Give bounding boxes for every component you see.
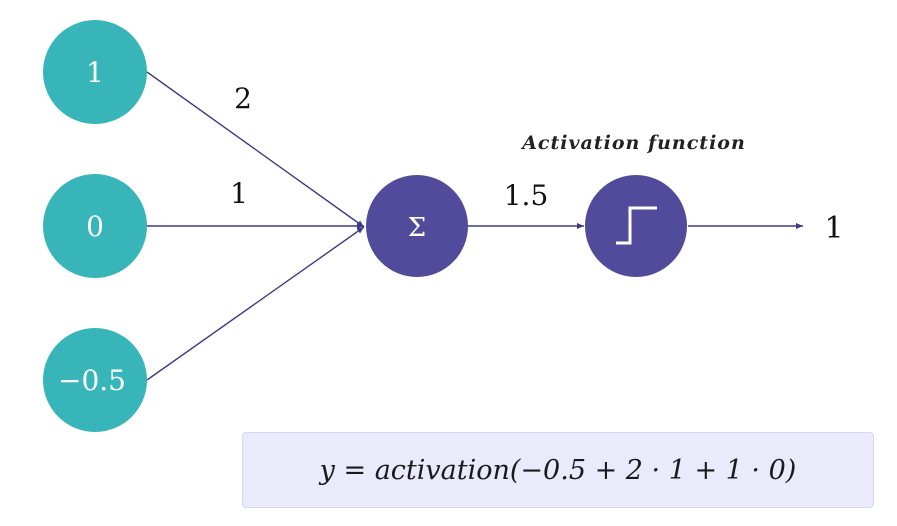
activation-node	[585, 175, 687, 277]
input-node-3	[43, 328, 147, 432]
input-node-2-value: 0	[86, 210, 104, 243]
weight-label-1: 2	[234, 82, 252, 115]
activation-function-label: Activation function	[520, 132, 746, 154]
edge-input-1-to-sum	[146, 71, 365, 228]
input-node-1-value: 1	[86, 56, 104, 89]
sigma-icon: Σ	[408, 213, 426, 243]
input-node-1	[43, 20, 147, 124]
formula-box: y = activation(−0.5 + 2 · 1 + 1 · 0)	[242, 432, 874, 508]
edge-input-3-to-sum	[146, 226, 365, 381]
sum-node	[366, 175, 468, 277]
input-node-2	[43, 174, 147, 278]
sum-output-label: 1.5	[504, 179, 549, 212]
formula-text: y = activation(−0.5 + 2 · 1 + 1 · 0)	[319, 454, 797, 486]
weight-label-2: 1	[230, 177, 248, 210]
step-function-icon	[616, 206, 657, 245]
input-node-3-value: −0.5	[58, 364, 126, 397]
output-value: 1	[824, 211, 843, 246]
